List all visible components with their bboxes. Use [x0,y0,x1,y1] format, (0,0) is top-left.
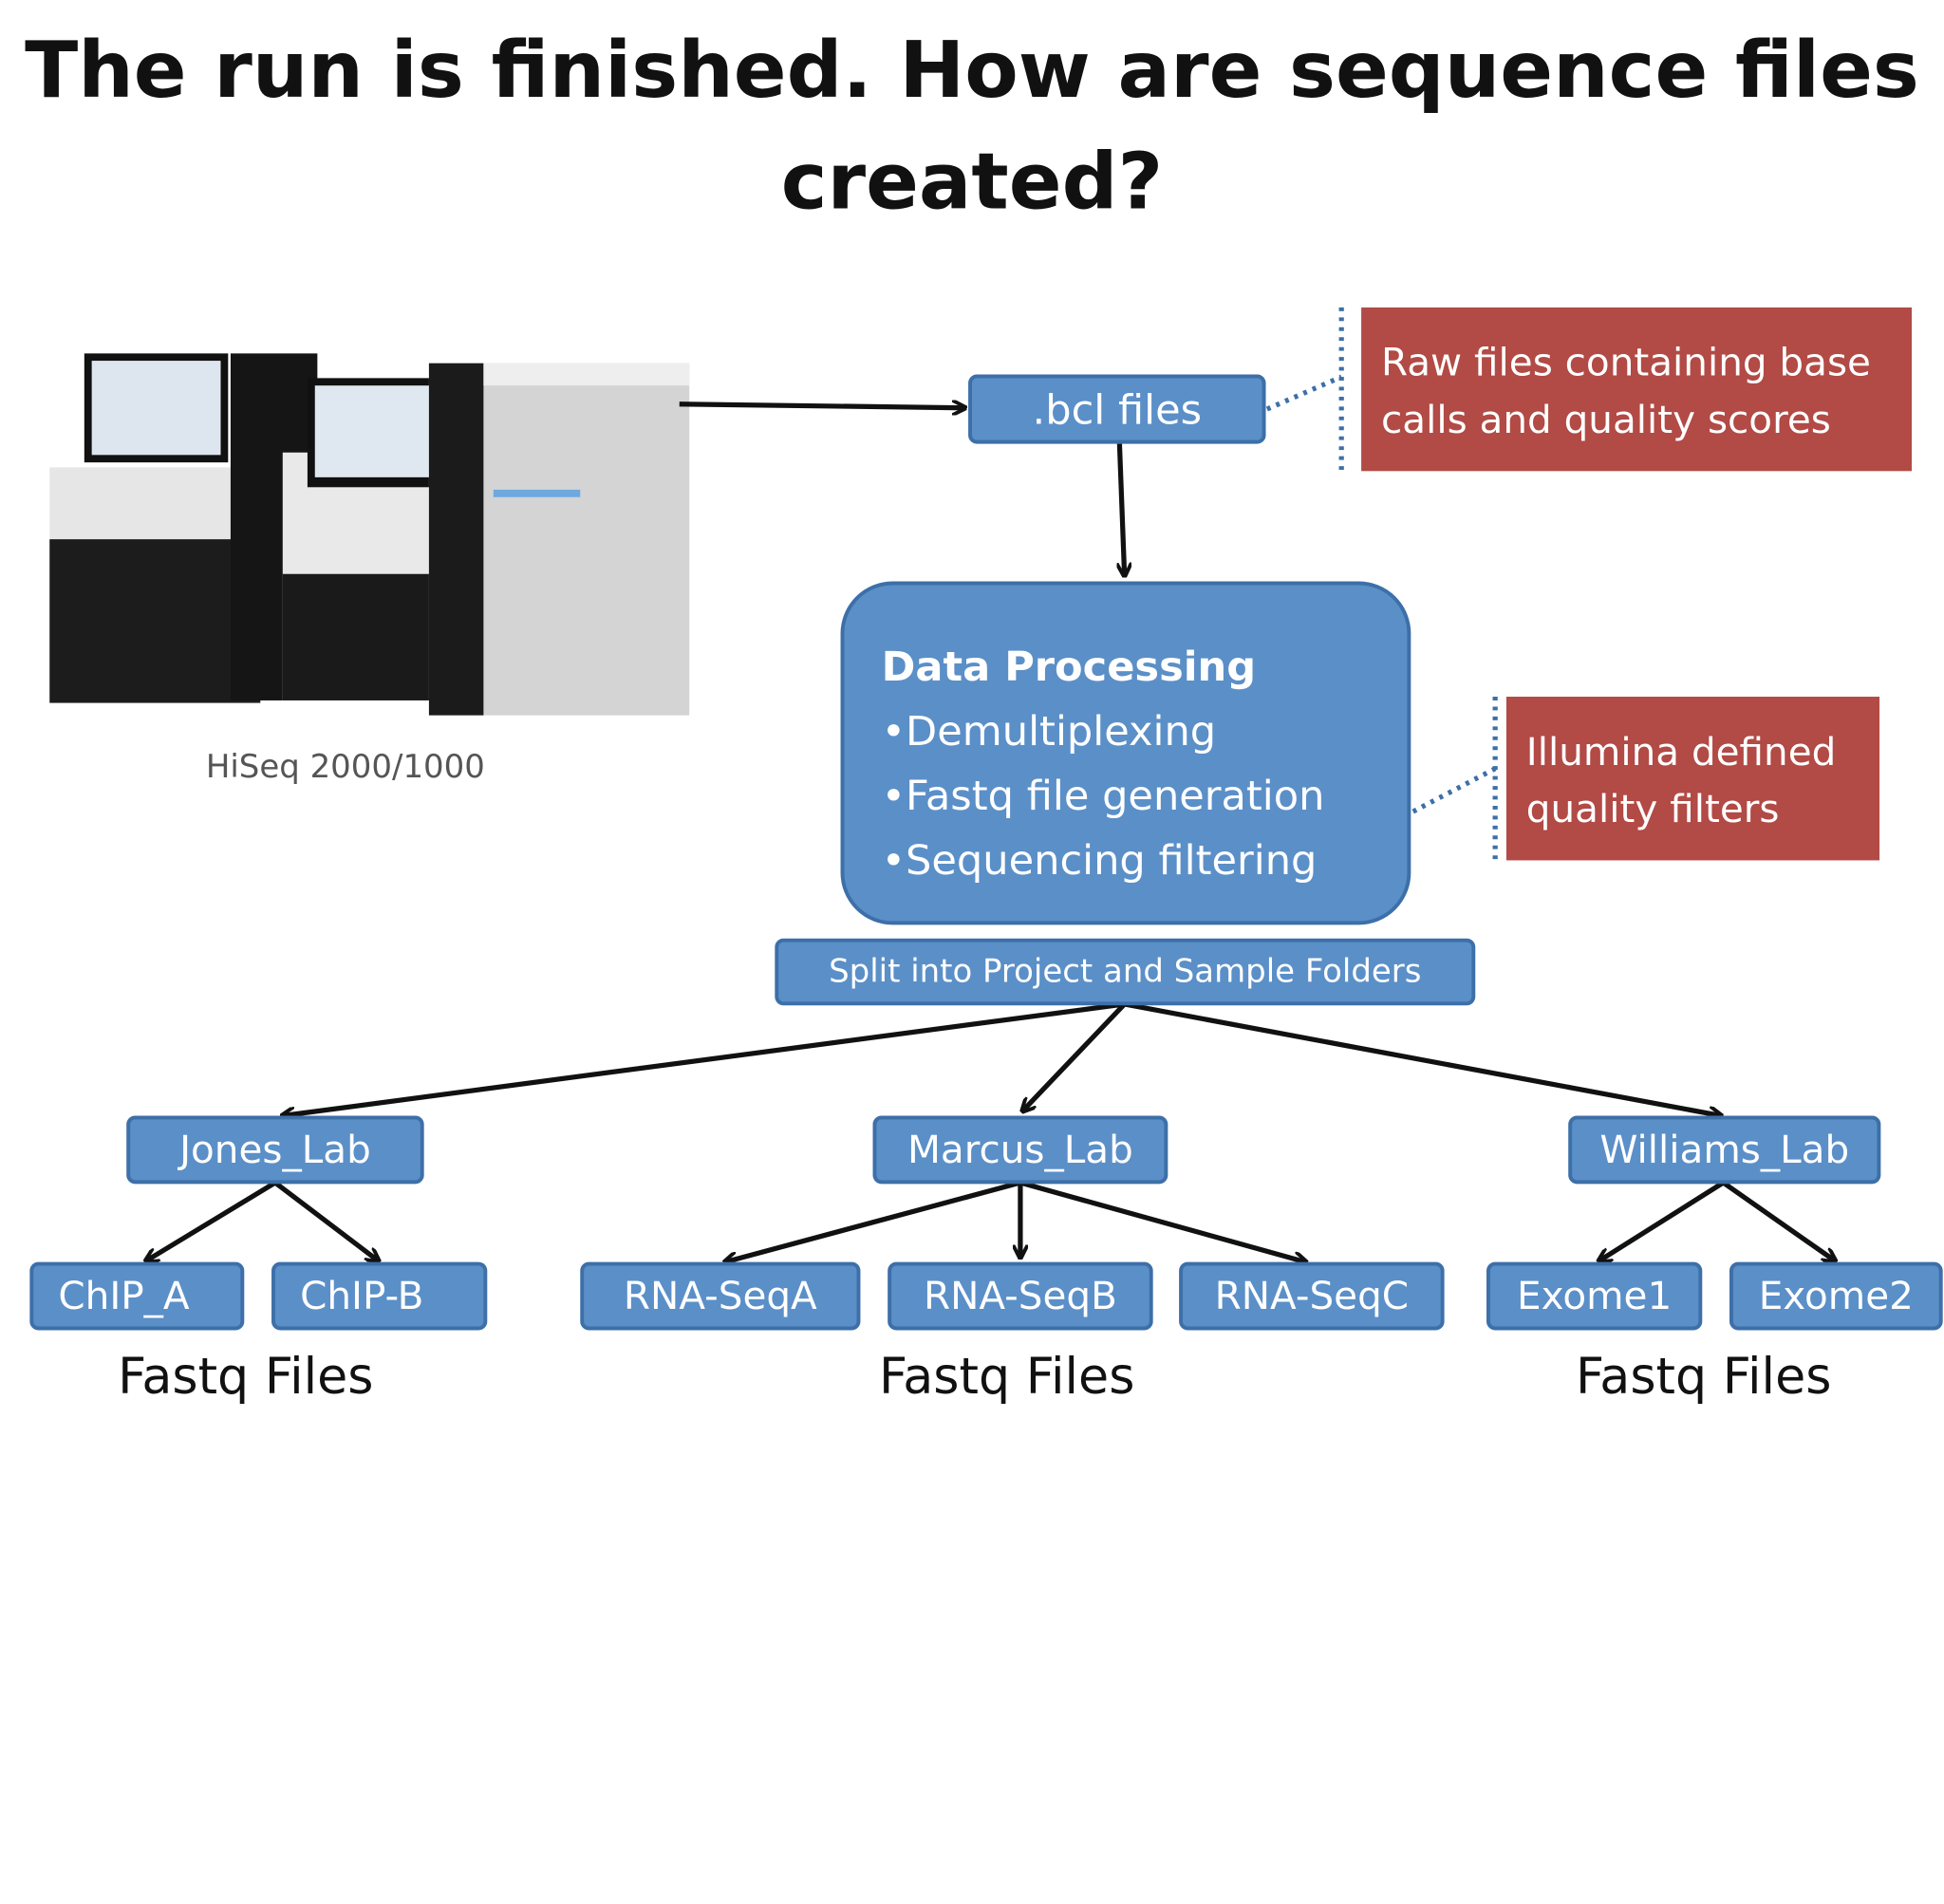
sample-box-rna-seqa: RNA-SeqA [580,1261,861,1331]
sample-box-rna-seqb: RNA-SeqB [888,1261,1153,1331]
arrow-split-to-jones [283,1001,1125,1116]
filter-note: Illumina defined quality filters [1505,697,1880,861]
arrow-split-to-williams [1124,1001,1721,1116]
data-processing-box: Data Processing •Demultiplexing •Fastq f… [840,581,1411,925]
sample-name: ChIP-B [300,1274,424,1319]
split-folders-box: Split into Project and Sample Folders [775,938,1476,1006]
bcl-note-line1: Raw files containing base [1380,341,1871,386]
lab-name: Williams_Lab [1599,1127,1850,1172]
split-folders-label: Split into Project and Sample Folders [829,953,1422,991]
filter-note-line1: Illumina defined [1525,730,1837,775]
sequencer-illustration [49,353,690,716]
arrow-jones-to-chipa [146,1180,277,1260]
arrow-split-to-marcus [1023,1002,1127,1111]
sample-box-exome2: Exome2 [1729,1261,1943,1331]
sample-name: Exome2 [1758,1274,1914,1319]
sample-name: RNA-SeqC [1214,1274,1410,1319]
arrow-bcl-to-processing [1119,443,1124,575]
fastq-files-label-williams: Fastq Files [1576,1349,1832,1407]
sample-box-exome1: Exome1 [1486,1261,1703,1331]
processing-heading: Data Processing [881,642,1257,691]
arrow-marcus-to-rnac [1019,1180,1305,1262]
connector-lines [0,307,1944,1458]
lab-box-marcus: Marcus_Lab [872,1115,1168,1185]
processing-item-fastq-generation: •Fastq file generation [881,771,1325,820]
bcl-note: Raw files containing base calls and qual… [1361,307,1913,472]
arrow-marcus-to-rnaa [725,1180,1021,1262]
bcl-files-label: .bcl files [1032,384,1203,434]
arrow-jones-to-chipb [273,1180,378,1260]
arrow-williams-to-exome2 [1721,1180,1835,1260]
instrument-label: HiSeq 2000/1000 [205,748,485,787]
page-title: The run is finished. How are sequence fi… [25,25,1919,228]
sample-box-chip-b: ChIP-B [271,1261,488,1331]
sample-box-rna-seqc: RNA-SeqC [1179,1261,1445,1331]
fastq-files-label-marcus: Fastq Files [879,1349,1135,1407]
arrow-williams-to-exome1 [1599,1180,1725,1260]
filter-note-line2: quality filters [1525,787,1780,832]
lab-name: Jones_Lab [179,1127,371,1172]
sample-box-chip-a: ChIP_A [29,1261,245,1331]
sample-name: Exome1 [1517,1274,1673,1319]
processing-item-demultiplexing: •Demultiplexing [881,706,1217,756]
bcl-note-line2: calls and quality scores [1380,398,1831,443]
fastq-files-label-jones: Fastq Files [118,1349,374,1407]
lab-box-jones: Jones_Lab [126,1115,424,1185]
arrow-sequencer-to-bcl [679,404,964,408]
sample-name: ChIP_A [58,1274,190,1319]
lab-name: Marcus_Lab [907,1127,1133,1172]
bcl-files-box: .bcl files [968,374,1266,444]
lab-box-williams: Williams_Lab [1568,1115,1881,1185]
sample-name: RNA-SeqB [923,1274,1117,1319]
sample-name: RNA-SeqA [623,1274,817,1319]
dotted-connector-bcl-note [1265,374,1343,412]
processing-item-sequencing-filtering: •Sequencing filtering [881,835,1318,885]
